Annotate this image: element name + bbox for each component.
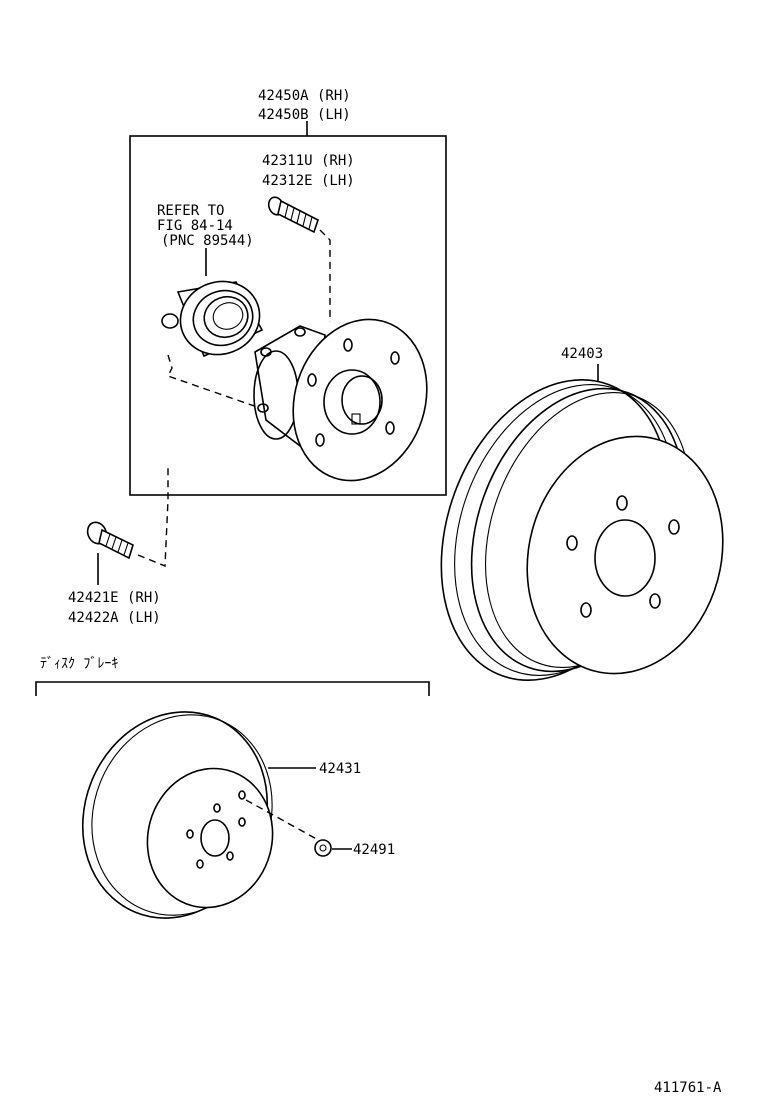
hub-bolt-icon bbox=[267, 196, 319, 234]
axle-hub-icon bbox=[253, 318, 428, 482]
refer-note-line2: FIG 84-14 bbox=[157, 218, 233, 234]
disc-brake-bracket bbox=[35, 681, 430, 696]
hub-bolt-dashed-leader bbox=[319, 229, 331, 322]
brake-disc-icon bbox=[81, 711, 274, 919]
figure-number: 411761-A bbox=[654, 1080, 722, 1096]
hub-assembly-box bbox=[129, 135, 447, 496]
bearing-dashed-leader bbox=[167, 354, 261, 409]
disc-screw-dashed-leader bbox=[245, 799, 323, 843]
label-brake-drum: 42403 bbox=[561, 346, 603, 362]
disc-screw-icon bbox=[314, 839, 332, 857]
refer-note-line1: REFER TO bbox=[157, 203, 224, 219]
label-hub-assy-lh: 42450B (LH) bbox=[258, 107, 351, 123]
label-disc: 42431 bbox=[319, 761, 361, 777]
label-disc-screw: 42491 bbox=[353, 842, 395, 858]
label-mount-bolt-rh: 42421E (RH) bbox=[68, 590, 161, 606]
label-disc-brake-section: ﾃﾞｨｽｸ ﾌﾞﾚｰｷ bbox=[40, 656, 118, 672]
bearing-icon bbox=[161, 280, 264, 358]
label-hub-bolt-rh: 42311U (RH) bbox=[262, 153, 355, 169]
label-hub-assy-rh: 42450A (RH) bbox=[258, 88, 351, 104]
hub-mount-bolt-icon bbox=[86, 521, 134, 560]
label-hub-bolt-lh: 42312E (LH) bbox=[262, 173, 355, 189]
label-mount-bolt-lh: 42422A (LH) bbox=[68, 610, 161, 626]
refer-note-line3: (PNC 89544) bbox=[161, 233, 254, 249]
mount-bolt-dashed-leader bbox=[137, 468, 169, 568]
brake-drum-icon bbox=[440, 379, 724, 681]
